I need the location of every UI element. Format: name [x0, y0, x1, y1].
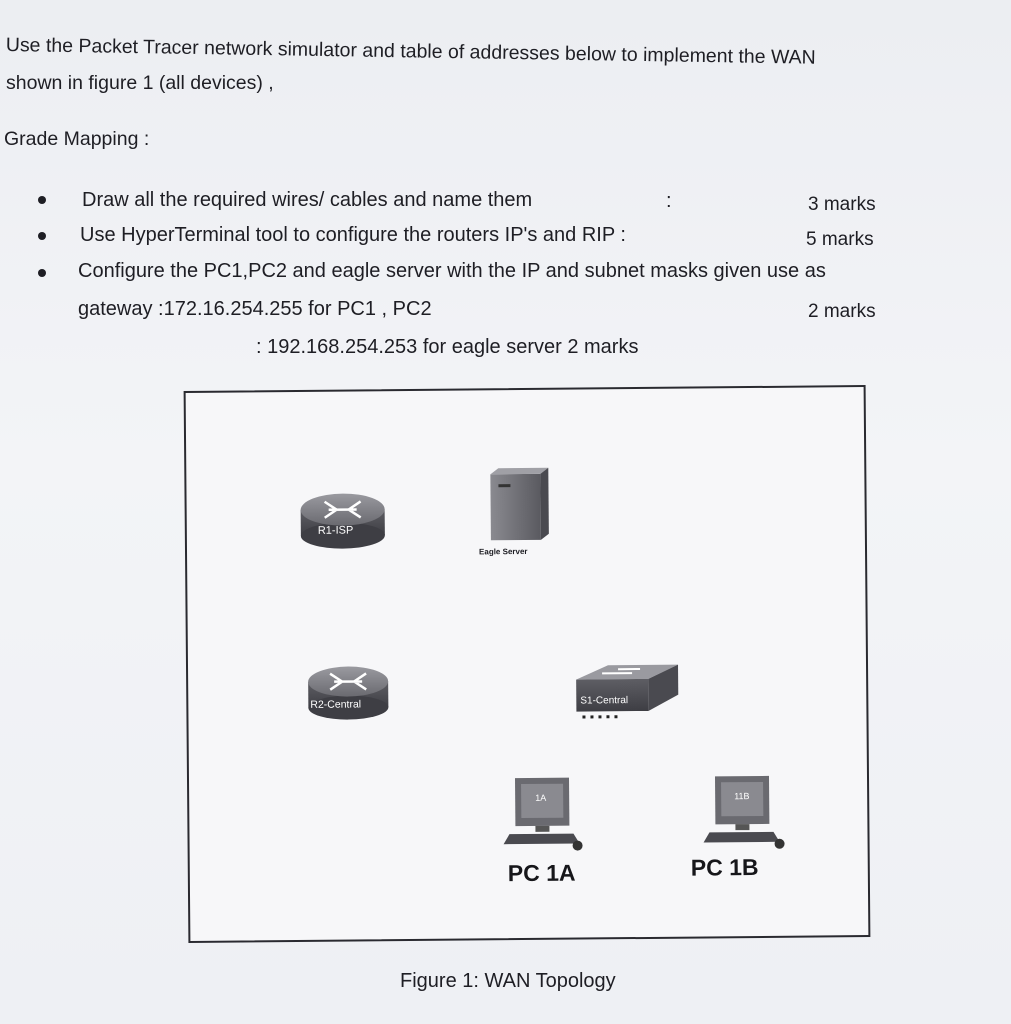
grade-item-1-marks: 3 marks	[808, 194, 876, 215]
pc-1a-label: PC 1A	[507, 859, 576, 887]
eagle-server-icon	[490, 467, 549, 541]
gateway-server-line: : 192.168.254.253 for eagle server 2 mar…	[256, 336, 639, 358]
grade-item-2-marks: 5 marks	[806, 229, 874, 250]
r1-isp-label: R1-ISP	[317, 524, 354, 537]
pc-1b-icon	[703, 775, 785, 849]
r2-central-label: R2-Central	[310, 698, 362, 711]
pc-1b-label: PC 1B	[690, 853, 759, 881]
wan-topology-figure: R1-ISP Eagle Server R2-Central S1-Centra…	[183, 385, 871, 943]
eagle-server-label: Eagle Server	[478, 546, 528, 557]
grade-item-1-text: Draw all the required wires/ cables and …	[82, 189, 533, 211]
pc-1b-screen-label: 11B	[734, 791, 750, 802]
gateway-pc-line: gateway :172.16.254.255 for PC1 , PC2	[78, 298, 432, 320]
bullet-3	[38, 269, 46, 277]
intro-line-2: shown in figure 1 (all devices) ,	[6, 72, 274, 94]
topology-drawing	[300, 467, 785, 851]
gateway-pc-marks: 2 marks	[808, 301, 876, 322]
grade-item-2-text: Use HyperTerminal tool to configure the …	[80, 224, 626, 246]
intro-line-1: Use the Packet Tracer network simulator …	[5, 34, 816, 69]
grade-heading: Grade Mapping :	[4, 128, 150, 150]
s1-central-label: S1-Central	[580, 695, 629, 707]
pc-1a-icon	[503, 777, 583, 851]
router-r2-central-icon	[308, 666, 389, 720]
bullet-1	[38, 196, 46, 204]
pc-1a-screen-label: 1A	[535, 792, 547, 803]
bullet-2	[38, 232, 46, 240]
router-r1-isp-icon	[300, 493, 385, 549]
switch-s1-central-icon	[576, 664, 679, 719]
grade-item-3-text: Configure the PC1,PC2 and eagle server w…	[78, 260, 826, 282]
figure-caption: Figure 1: WAN Topology	[400, 970, 616, 992]
grade-item-1-sep: :	[666, 190, 672, 212]
